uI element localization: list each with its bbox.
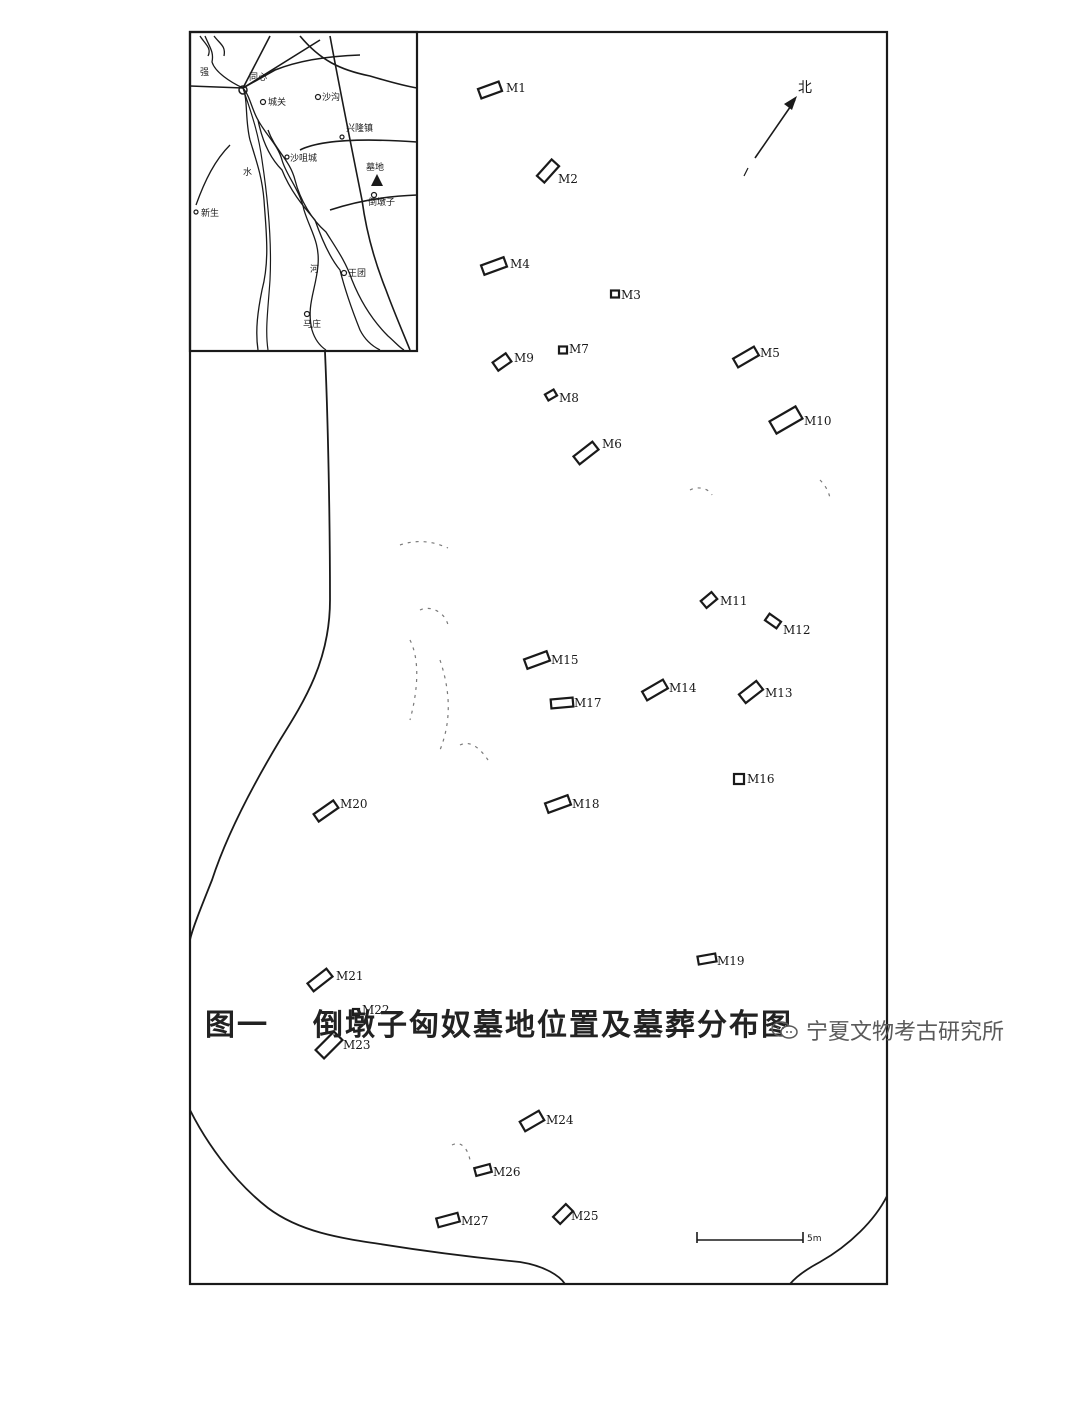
scale-bar: 5m — [696, 1232, 822, 1244]
tomb-label-m18: M18 — [572, 797, 600, 811]
tomb-label-m1: M1 — [506, 81, 526, 95]
tomb-label-m26: M26 — [493, 1165, 521, 1179]
inset-location-map: 同心 城关 沙沟 兴隆镇 强 沙咀城 水 河 墓地 倒墩子 新生 王团 马庄 — [189, 35, 418, 351]
tomb-label-m14: M14 — [669, 681, 697, 695]
north-label: 北 — [798, 80, 812, 96]
tomb-outline-m17 — [549, 696, 575, 710]
tomb-outline-m11 — [699, 590, 719, 610]
tomb-outline-m12 — [763, 612, 783, 630]
tomb-label-m4: M4 — [510, 257, 530, 271]
inset-label-river-he: 河 — [310, 263, 319, 275]
watermark: 宁夏文物考古研究所 — [770, 1014, 1004, 1046]
tomb-outline-m26 — [472, 1162, 494, 1178]
tomb-outline-m27 — [434, 1211, 462, 1229]
inset-label-daodunzi: 倒墩子 — [368, 196, 395, 208]
tomb-outline-m3 — [609, 289, 621, 299]
inset-frame — [188, 30, 419, 353]
tomb-outline-m25 — [551, 1202, 575, 1226]
north-arrow: 北 — [743, 80, 812, 177]
tomb-label-m13: M13 — [765, 686, 793, 700]
tomb-outline-m1 — [476, 80, 504, 100]
inset-label-shaogou: 沙沟 — [322, 91, 340, 103]
inset-label-malu: 马庄 — [303, 318, 321, 330]
inset-river-line — [204, 35, 381, 351]
inset-label-xinsheng: 新生 — [201, 207, 219, 219]
scale-label: 5m — [807, 1234, 822, 1244]
tomb-outline-m20 — [312, 798, 340, 824]
site-boundary-line-south — [189, 1109, 566, 1285]
inset-label-tongxin: 同心 — [249, 72, 267, 83]
watermark-text: 宁夏文物考古研究所 — [806, 1020, 1005, 1045]
figure-number: 图一 — [205, 1008, 269, 1043]
tomb-label-m24: M24 — [546, 1113, 574, 1127]
tomb-label-m3: M3 — [621, 288, 641, 302]
tomb-label-m6: M6 — [602, 437, 622, 451]
figure-caption: 图一 倒墩子匈奴墓地位置及墓葬分布图 — [205, 1000, 793, 1044]
tomb-label-m12: M12 — [783, 623, 811, 637]
tomb-label-m8: M8 — [559, 391, 579, 405]
tomb-outline-m21 — [305, 967, 335, 993]
tomb-outline-m13 — [737, 679, 765, 705]
tomb-label-m9: M9 — [514, 351, 534, 365]
site-boundary-line-southeast — [789, 1195, 888, 1285]
tomb-label-m27: M27 — [461, 1214, 489, 1228]
tomb-label-m19: M19 — [717, 954, 745, 968]
tomb-outline-m22 — [351, 1007, 361, 1017]
tomb-outline-m15 — [522, 649, 552, 671]
tomb-label-m20: M20 — [340, 797, 368, 811]
inset-label-mudi: 墓地 — [366, 161, 384, 173]
inset-label-river-shui: 水 — [243, 166, 252, 178]
tomb-outline-m7 — [557, 345, 569, 355]
site-marker — [371, 174, 383, 186]
tomb-label-m7: M7 — [569, 342, 589, 356]
tomb-outline-m2 — [535, 157, 561, 185]
tomb-label-m5: M5 — [760, 346, 780, 360]
tomb-outline-m5 — [731, 345, 761, 369]
tomb-outline-m19 — [696, 952, 718, 966]
tomb-label-m23: M23 — [343, 1038, 371, 1052]
inset-label-wangtuan: 王团 — [348, 268, 366, 279]
inset-label-shaqu: 沙咀城 — [290, 153, 317, 164]
tomb-label-m22: M22 — [362, 1003, 390, 1017]
tomb-outline-m6 — [571, 440, 601, 466]
site-boundary-line — [189, 351, 331, 941]
tomb-label-m11: M11 — [720, 594, 748, 608]
tomb-label-m21: M21 — [336, 969, 364, 983]
tomb-outline-m23 — [314, 1030, 344, 1060]
inset-label-xinglongzhen: 兴隆镇 — [346, 122, 373, 134]
map-frame — [188, 30, 889, 1286]
tomb-label-m16: M16 — [747, 772, 775, 786]
wechat-icon — [771, 1021, 798, 1039]
tomb-layer: M1M2M3M4M5M6M7M8M9M10M11M12M13M14M15M16M… — [305, 80, 832, 1229]
tomb-outline-m10 — [768, 404, 804, 436]
tomb-label-m2: M2 — [558, 172, 578, 186]
inset-label-chengguan: 城关 — [268, 96, 286, 108]
tomb-label-m17: M17 — [574, 696, 602, 710]
figure-title: 倒墩子匈奴墓地位置及墓葬分布图 — [313, 1008, 793, 1043]
tomb-label-m15: M15 — [551, 653, 579, 667]
tomb-outline-m4 — [479, 255, 509, 277]
tomb-outline-m18 — [543, 793, 573, 815]
tomb-outline-m16 — [732, 772, 746, 786]
tomb-outline-m8 — [543, 387, 559, 403]
tomb-outline-m9 — [491, 351, 513, 373]
tomb-label-m25: M25 — [571, 1209, 599, 1223]
tomb-outline-m24 — [518, 1109, 546, 1133]
inset-label-qiang: 强 — [200, 67, 209, 78]
tomb-outline-m14 — [640, 678, 670, 702]
tomb-label-m10: M10 — [804, 414, 832, 428]
